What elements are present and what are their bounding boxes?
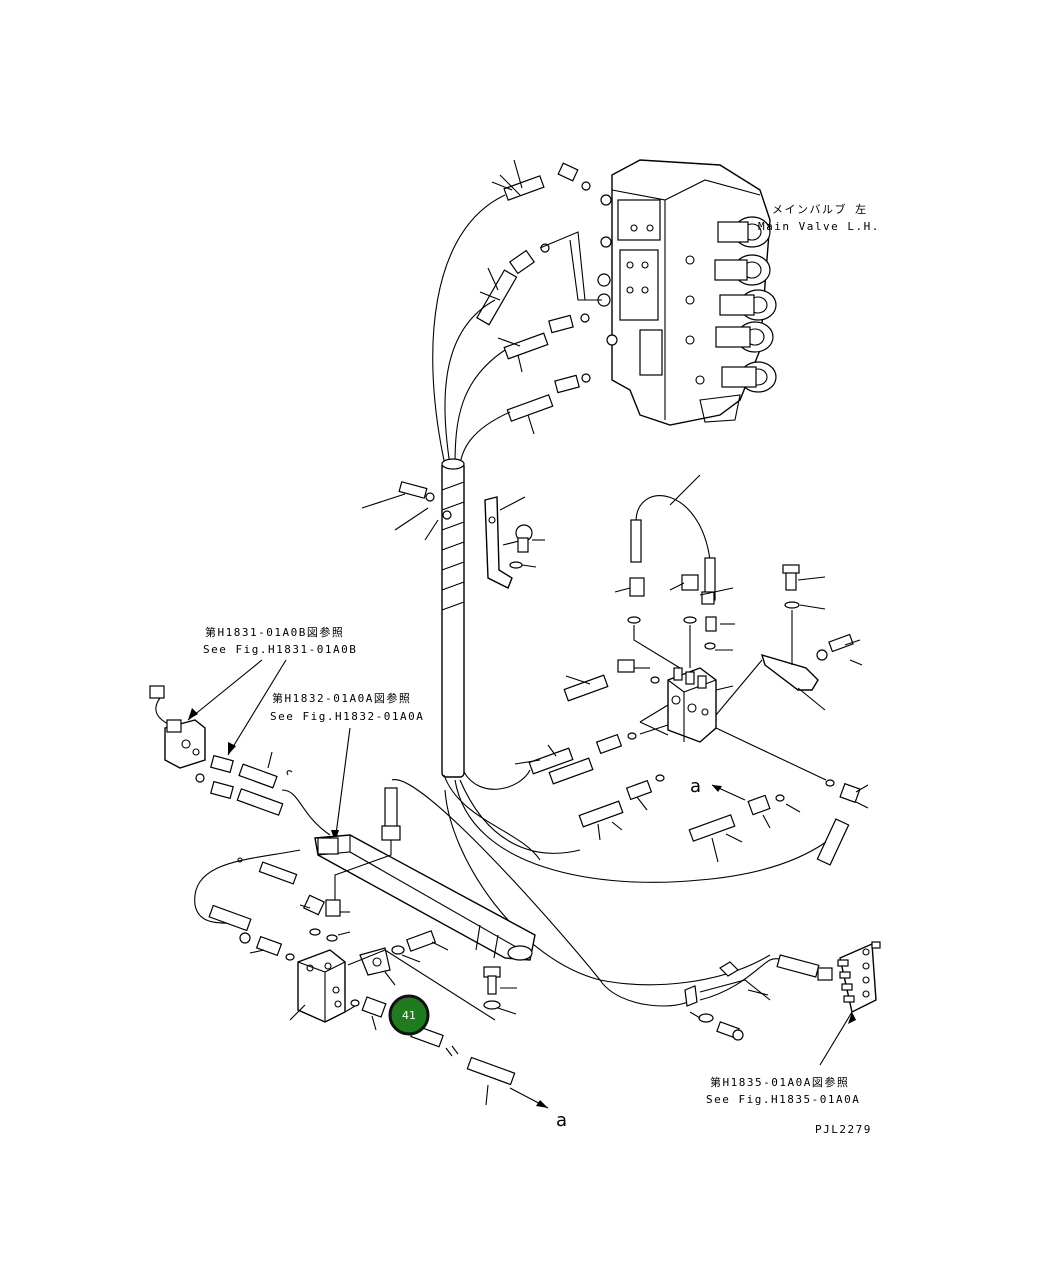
valve-block bbox=[667, 667, 734, 743]
hose-end bbox=[578, 800, 624, 841]
leader bbox=[539, 231, 586, 301]
main-valve-label-jp: メインバルブ 左 bbox=[772, 202, 868, 216]
manifold-block bbox=[819, 941, 881, 1066]
fitting-elbow bbox=[299, 894, 351, 942]
valve-spool bbox=[721, 361, 777, 393]
part-callout-41[interactable]: 41 bbox=[388, 994, 430, 1036]
hose-routing bbox=[194, 849, 301, 926]
o-ring bbox=[704, 642, 716, 650]
hose-end bbox=[237, 857, 298, 885]
hose-end bbox=[497, 332, 549, 373]
hose-end bbox=[816, 818, 850, 866]
main-valve-lh bbox=[597, 159, 777, 426]
adapter bbox=[595, 724, 669, 755]
leader bbox=[569, 239, 602, 301]
adapter bbox=[554, 373, 591, 394]
adapter bbox=[548, 313, 590, 334]
hose-end bbox=[506, 394, 554, 435]
adapter bbox=[625, 774, 665, 811]
callout-41-number: 41 bbox=[402, 1009, 416, 1022]
hose-end bbox=[491, 159, 545, 201]
hose-end-angled bbox=[476, 249, 536, 326]
connector-a-top: a bbox=[690, 776, 701, 797]
ref3-label-jp: 第H1835-01A0A図参照 bbox=[710, 1075, 849, 1089]
ref2-arrow bbox=[334, 727, 351, 843]
adapter bbox=[210, 754, 234, 800]
bracket-right bbox=[715, 653, 826, 716]
o-ring bbox=[350, 999, 360, 1007]
valve-block-lower bbox=[289, 949, 346, 1023]
hose-end bbox=[514, 744, 594, 785]
ref3-label-en: See Fig.H1835-01A0A bbox=[706, 1093, 860, 1106]
valve-spool bbox=[717, 216, 771, 248]
fitting bbox=[617, 659, 660, 684]
solenoid-hose-loop bbox=[614, 474, 734, 605]
drawing-code: PJL2279 bbox=[815, 1123, 872, 1136]
connector-a-bottom: a bbox=[556, 1110, 567, 1131]
valve-spool bbox=[714, 254, 771, 286]
valve-spool bbox=[719, 289, 777, 321]
ref1-label-en: See Fig.H1831-01A0B bbox=[203, 643, 357, 656]
solenoid-valve-left bbox=[149, 685, 206, 783]
bolt bbox=[816, 633, 863, 666]
adapter-a bbox=[711, 784, 801, 829]
bolt bbox=[509, 524, 545, 569]
fitting-elbow bbox=[557, 162, 591, 191]
o-ring bbox=[627, 616, 641, 624]
main-valve-label-en: Main Valve L.H. bbox=[758, 220, 880, 233]
hose-end-vertical bbox=[334, 787, 401, 908]
pipe-assembly bbox=[314, 834, 536, 961]
hose-end bbox=[563, 674, 609, 702]
o-ring bbox=[683, 616, 697, 624]
bolt bbox=[483, 966, 517, 1015]
valve-spool bbox=[715, 321, 774, 353]
hose-41 bbox=[410, 1024, 549, 1109]
ref1-label-jp: 第H1831-01A0B図参照 bbox=[205, 625, 344, 639]
hose-end bbox=[236, 751, 331, 836]
ref2-label-en: See Fig.H1832-01A0A bbox=[270, 710, 424, 723]
ref1-arrow bbox=[187, 659, 263, 721]
bolt bbox=[689, 1011, 744, 1041]
adapter bbox=[361, 996, 387, 1031]
hose-end bbox=[776, 954, 833, 981]
ref2-label-jp: 第H1832-01A0A図参照 bbox=[272, 691, 411, 705]
bolt bbox=[391, 930, 449, 963]
adapter bbox=[249, 935, 295, 961]
small-bracket bbox=[347, 947, 496, 1021]
plug bbox=[705, 616, 717, 632]
fitting-elbow bbox=[715, 727, 869, 809]
hose-end bbox=[208, 904, 252, 944]
hose-end bbox=[688, 814, 743, 863]
bracket bbox=[484, 496, 526, 589]
bolt bbox=[361, 481, 452, 541]
clamp bbox=[684, 961, 771, 1007]
bolt bbox=[782, 564, 826, 665]
callout-41-circle[interactable] bbox=[388, 994, 430, 1036]
